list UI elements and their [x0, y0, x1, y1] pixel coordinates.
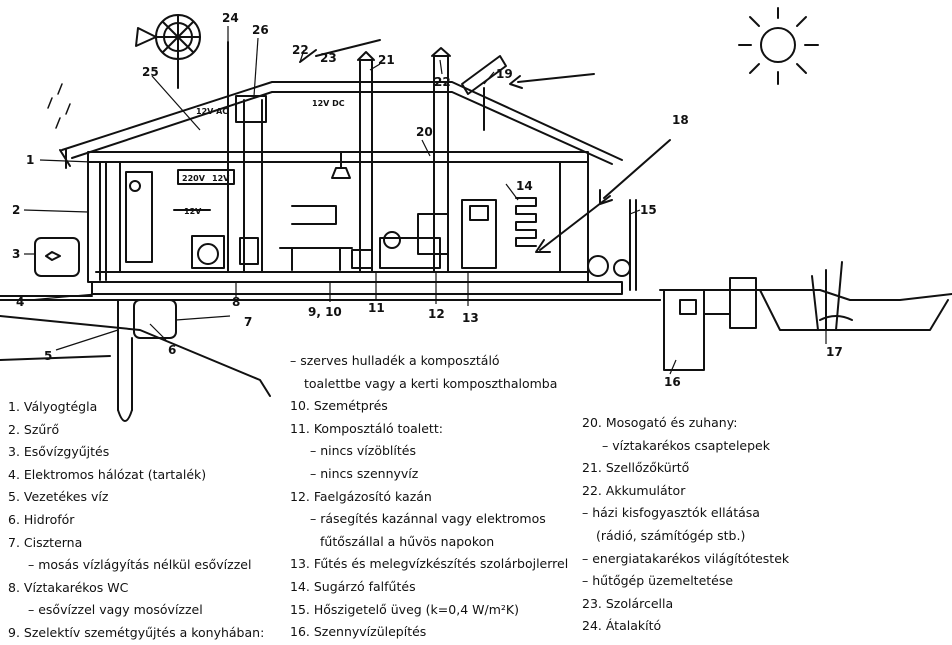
legend-item: – szerves hulladék a komposztáló [290, 350, 568, 373]
legend-item: 12. Faelgázosító kazán [290, 486, 568, 509]
sun-icon [739, 8, 818, 84]
legend-item: fűtőszállal a hűvös napokon [290, 531, 568, 554]
callout-17: 17 [826, 345, 843, 359]
callout-14: 14 [516, 179, 533, 193]
callout-16: 16 [664, 375, 681, 389]
panel-label-12v-ac: 12V AC [196, 107, 228, 116]
callout-5: 5 [44, 349, 52, 363]
radiant-wall-heating [516, 198, 536, 246]
legend-item: 13. Fűtés és melegvízkészítés szolárbojl… [290, 553, 568, 576]
callout-9-10: 9, 10 [308, 305, 342, 319]
legend-item: – víztakarékos csaptelepek [582, 435, 789, 458]
callout-6: 6 [168, 343, 176, 357]
callout-20: 20 [416, 125, 433, 139]
legend-item: – házi kisfogyasztók ellátása [582, 502, 789, 525]
callout-8: 8 [232, 295, 240, 309]
legend-item: 15. Hőszigetelő üveg (k=0,4 W/m²K) [290, 599, 568, 622]
legend-item: 1. Vályogtégla [8, 396, 264, 419]
legend-item: 3. Esővízgyűjtés [8, 441, 264, 464]
callout-18: 18 [672, 113, 689, 127]
legend-item: 4. Elektromos hálózat (tartalék) [8, 464, 264, 487]
legend-column-2: – szerves hulladék a komposztáló toalett… [290, 350, 568, 644]
callout-4: 4 [16, 295, 24, 309]
wood-gasifier-boiler [462, 200, 496, 268]
legend-item: – mosás vízlágyítás nélkül esővízzel [8, 554, 264, 577]
callout-15: 15 [640, 203, 657, 217]
legend-item: 22. Akkumulátor [582, 480, 789, 503]
callout-11: 11 [368, 301, 385, 315]
cistern [134, 300, 176, 338]
roof [62, 82, 622, 160]
legend-item: 10. Szemétprés [290, 395, 568, 418]
legend-item: – esővízzel vagy mosóvízzel [8, 599, 264, 622]
legend-column-1: 1. Vályogtégla 2. Szűrő 3. Esővízgyűjtés… [8, 396, 264, 645]
legend-item: 11. Komposztáló toalett: [290, 418, 568, 441]
callout-19: 19 [496, 67, 513, 81]
legend-item: 23. Szolárcella [582, 593, 789, 616]
legend-item: 2. Szűrő [8, 419, 264, 442]
house-walls [88, 152, 588, 282]
panel-label-12v-a: 12V [212, 174, 230, 183]
legend-item: 7. Ciszterna [8, 532, 264, 555]
legend-item: – nincs szennyvíz [290, 463, 568, 486]
legend-item: 20. Mosogató és zuhany: [582, 412, 789, 435]
panel-label-12v-b: 12V [184, 207, 202, 216]
legend-item: 5. Vezetékes víz [8, 486, 264, 509]
legend-item: toalettbe vagy a kerti komposzthalomba [290, 373, 568, 396]
legend-item: 21. Szellőzőkürtő [582, 457, 789, 480]
callout-22: 22 [434, 75, 451, 89]
callout-1: 1 [26, 153, 34, 167]
legend-item: – rásegítés kazánnal vagy elektromos [290, 508, 568, 531]
callout-24: 24 [222, 11, 239, 25]
callout-25: 25 [142, 65, 159, 79]
legend-column-3: 20. Mosogató és zuhany: – víztakarékos c… [582, 412, 789, 638]
callout-2: 2 [12, 203, 20, 217]
legend-item: 8. Víztakarékos WC [8, 577, 264, 600]
callout-7: 7 [244, 315, 252, 329]
panel-label-12v-dc: 12V DC [312, 99, 345, 108]
legend-item: – hűtőgép üzemeltetése [582, 570, 789, 593]
legend-item: – nincs vízöblítés [290, 440, 568, 463]
callout-21: 21 [378, 53, 395, 67]
legend-item: 6. Hidrofór [8, 509, 264, 532]
panel-label-220v: 220V [182, 174, 206, 183]
legend-item: 14. Sugárzó falfűtés [290, 576, 568, 599]
legend-item: (rádió, számítógép stb.) [582, 525, 789, 548]
callout-22b: 22 [292, 43, 309, 57]
legend-item: 16. Szennyvízülepítés [290, 621, 568, 644]
legend-item: 9. Szelektív szemétgyűjtés a konyhában: [8, 622, 264, 645]
callout-23: 23 [320, 51, 337, 65]
sewage-tank [664, 290, 704, 370]
callout-13: 13 [462, 311, 479, 325]
rain-icon [48, 84, 70, 128]
reed-bed [760, 290, 948, 330]
legend-item: – energiatakarékos világítótestek [582, 548, 789, 571]
legend-item: 24. Átalakító [582, 615, 789, 638]
callout-3: 3 [12, 247, 20, 261]
callout-26: 26 [252, 23, 269, 37]
callout-12: 12 [428, 307, 445, 321]
